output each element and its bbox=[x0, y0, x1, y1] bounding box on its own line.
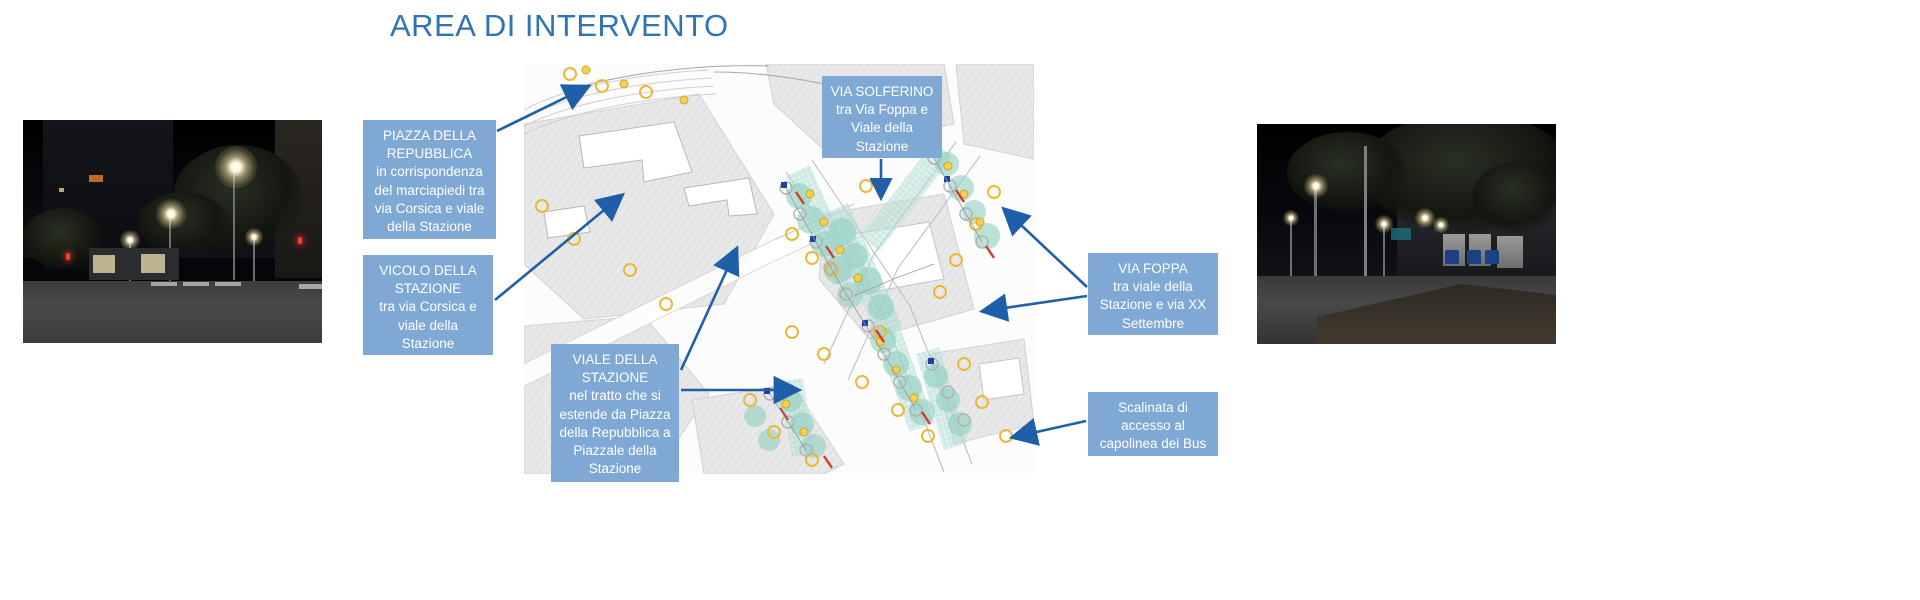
callout-line: del marciapiedi tra bbox=[374, 182, 485, 198]
callout-line: tra viale della bbox=[1113, 279, 1193, 295]
callout-line: Stazione bbox=[401, 335, 455, 351]
callout-line: Piazzale della bbox=[573, 443, 657, 459]
photo-lamp-glow bbox=[215, 146, 257, 188]
callout-vicolo-della-stazione[interactable]: VICOLO DELLA STAZIONE tra via Corsica e … bbox=[363, 255, 493, 355]
callout-scalinata-capolinea-bus[interactable]: Scalinata di accesso al capolinea dei Bu… bbox=[1088, 392, 1218, 456]
photo-road bbox=[23, 281, 322, 343]
callout-via-solferino[interactable]: VIA SOLFERINO tra Via Foppa e Viale dell… bbox=[822, 76, 942, 158]
callout-line: tra via Corsica e bbox=[379, 299, 477, 315]
photo-crosswalk-stripe bbox=[151, 282, 177, 286]
callout-line: della Stazione bbox=[387, 219, 472, 235]
photo-lamp-post bbox=[1290, 217, 1292, 277]
photo-shop-sign bbox=[1391, 228, 1411, 240]
photo-crosswalk-stripe bbox=[183, 282, 209, 286]
photo-lamp-glow bbox=[1283, 210, 1299, 226]
photo-shop-shutter bbox=[1497, 236, 1523, 268]
callout-piazza-della-repubblica[interactable]: PIAZZA DELLA REPUBBLICA in corrispondenz… bbox=[363, 120, 496, 239]
photo-lamp-post bbox=[253, 235, 255, 283]
callout-line: VIA FOPPA bbox=[1118, 261, 1188, 276]
photo-lamp-post bbox=[1364, 146, 1367, 294]
photo-tree-canopy bbox=[1287, 132, 1407, 212]
photo-lamp-post bbox=[233, 162, 235, 280]
callout-line: nel tratto che si bbox=[569, 388, 661, 404]
callout-line: VIALE DELLA bbox=[572, 352, 658, 367]
callout-line: Stazione bbox=[588, 461, 642, 477]
photo-right-night-boulevard bbox=[1257, 124, 1556, 344]
page-title: AREA DI INTERVENTO bbox=[390, 8, 729, 43]
callout-line: VICOLO DELLA bbox=[379, 263, 477, 278]
callout-line: della Repubblica a bbox=[559, 424, 671, 440]
photo-waste-bin bbox=[1467, 250, 1481, 264]
photo-waste-bin bbox=[1445, 250, 1459, 264]
callout-line: Stazione bbox=[855, 138, 909, 154]
callout-line: via Corsica e viale bbox=[374, 200, 485, 216]
callout-line: estende da Piazza bbox=[559, 406, 671, 422]
callout-line: Viale della bbox=[850, 120, 914, 136]
photo-left-night-street bbox=[23, 120, 322, 343]
callout-line: in corrispondenza bbox=[376, 164, 483, 180]
callout-line: STAZIONE bbox=[394, 281, 462, 297]
photo-crosswalk-stripe bbox=[215, 282, 241, 286]
callout-viale-della-stazione[interactable]: VIALE DELLA STAZIONE nel tratto che si e… bbox=[551, 344, 679, 482]
callout-line: REPUBBLICA bbox=[386, 146, 473, 162]
callout-line: VIA SOLFERINO bbox=[830, 84, 934, 99]
photo-traffic-light bbox=[66, 253, 70, 260]
photo-crosswalk-stripe bbox=[299, 284, 322, 289]
photo-lamp-post bbox=[169, 210, 171, 282]
callout-line: PIAZZA DELLA bbox=[382, 128, 477, 143]
photo-lamp-post bbox=[1314, 184, 1317, 284]
photo-lamp-glow bbox=[1433, 217, 1449, 233]
callout-via-foppa[interactable]: VIA FOPPA tra viale della Stazione e via… bbox=[1088, 253, 1218, 335]
callout-line: Scalinata di bbox=[1118, 400, 1188, 415]
photo-window bbox=[59, 188, 64, 192]
callout-line: STAZIONE bbox=[581, 370, 649, 386]
photo-lamp-glow bbox=[245, 228, 263, 246]
photo-lamp-glow bbox=[156, 199, 186, 229]
photo-window bbox=[89, 175, 103, 182]
photo-lamp-glow bbox=[1415, 208, 1435, 228]
photo-shop-window bbox=[93, 255, 115, 273]
photo-lamp-glow bbox=[120, 230, 140, 250]
callout-line: accesso al bbox=[1121, 418, 1185, 434]
photo-traffic-light bbox=[298, 237, 302, 244]
photo-waste-bin bbox=[1485, 250, 1499, 264]
callout-line: tra Via Foppa e bbox=[835, 102, 929, 118]
photo-shop-window bbox=[141, 254, 165, 273]
callout-line: capolinea dei Bus bbox=[1099, 436, 1207, 452]
photo-lamp-post bbox=[1383, 222, 1385, 280]
photo-tree-canopy bbox=[1472, 162, 1556, 232]
callout-line: viale della bbox=[397, 317, 459, 333]
photo-lamp-glow bbox=[1375, 215, 1393, 233]
callout-line: Stazione e via XX bbox=[1099, 297, 1207, 313]
photo-lamp-glow bbox=[1304, 174, 1328, 198]
callout-line: Settembre bbox=[1121, 315, 1185, 331]
